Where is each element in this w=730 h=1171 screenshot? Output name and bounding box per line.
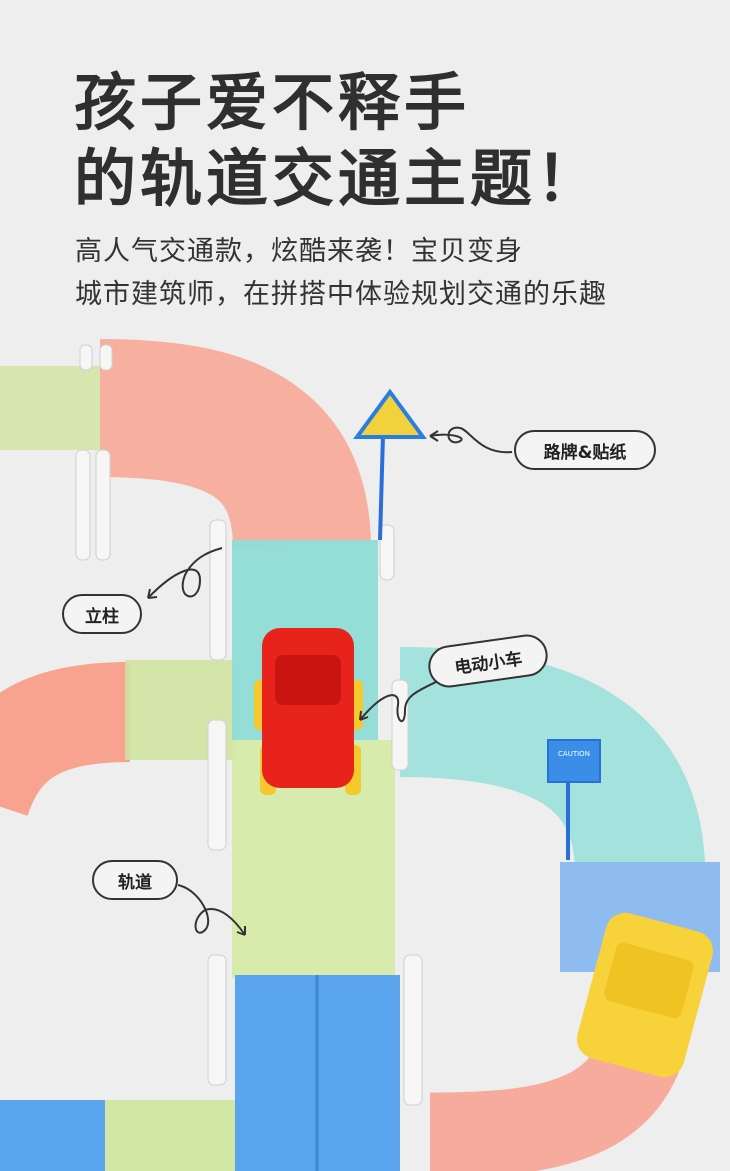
- callout-pillar: 立柱: [62, 594, 142, 634]
- triangle-road-sign: [353, 388, 427, 439]
- callout-track: 轨道: [92, 860, 178, 900]
- yellow-car: [576, 912, 714, 1078]
- subtitle-line-1: 高人气交通款，炫酷来袭！宝贝变身: [75, 236, 523, 267]
- red-car: [254, 628, 363, 795]
- caution-sign-text: CAUTION: [558, 750, 590, 758]
- track-teal-right-curve: [399, 647, 705, 871]
- headline-line-2: 的轨道交通主题！: [74, 142, 603, 215]
- track-green-top-left: [0, 366, 100, 450]
- caution-sign: [547, 739, 601, 783]
- callout-sign: 路牌&贴纸: [514, 430, 656, 470]
- track-green-bottom-left: [105, 1100, 235, 1171]
- headline-line-1: 孩子爱不释手: [74, 66, 471, 139]
- pillars: [75, 344, 423, 1106]
- callout-arrows: [147, 426, 513, 936]
- track-pink-top-curve: [99, 339, 371, 549]
- subtitle-line-2: 城市建筑师，在拼搭中体验规划交通的乐趣: [75, 279, 607, 310]
- track-pink-left-curve: [0, 662, 131, 818]
- track-blue-bottom-left: [0, 1100, 105, 1171]
